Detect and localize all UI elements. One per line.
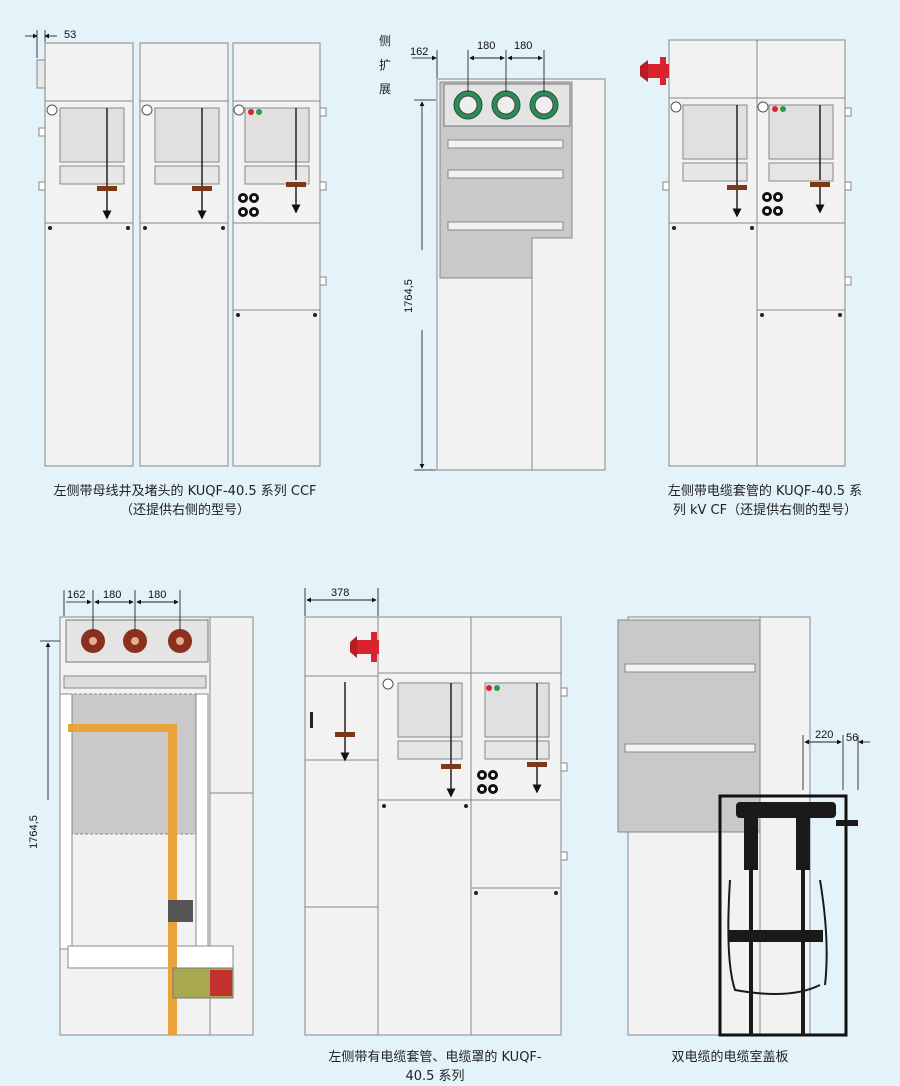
dim-162-top: 162	[410, 46, 429, 58]
dim-180-top-b: 180	[514, 40, 533, 52]
caption-fig3-line1: 左侧带有电缆套管、电缆罩的 KUQF-	[328, 1050, 542, 1065]
dim-56: 56	[846, 732, 859, 744]
caption-fig1: 左侧带母线井及堵头的 KUQF-40.5 系列 CCF （还提供右侧的型号）	[20, 482, 350, 520]
caption-fig1-line2: （还提供右侧的型号）	[119, 503, 250, 518]
dim-220: 220	[815, 729, 834, 741]
figure-2-side-extension	[412, 50, 606, 471]
figure-4-busbar-compartment	[40, 590, 254, 1036]
caption-fig2-line2: 列 kV CF（还提供右侧的型号）	[672, 503, 858, 518]
dim-180-top-a: 180	[477, 40, 496, 52]
caption-fig2-line1: 左侧带电缆套管的 KUQF-40.5 系	[667, 484, 863, 499]
figure-5-switchgear-cable-cover	[304, 588, 568, 1036]
figure-6-double-cable-cover	[617, 616, 870, 1037]
side-ext-char-1: 侧	[378, 34, 391, 48]
dim-378: 378	[331, 587, 350, 599]
side-ext-char-2: 扩	[378, 58, 391, 72]
caption-fig3: 左侧带有电缆套管、电缆罩的 KUQF- 40.5 系列	[300, 1048, 570, 1086]
cable-plugs	[727, 802, 858, 1035]
dim-1764-bottom: 1764,5	[28, 815, 40, 849]
dim-180-bottom-a: 180	[103, 589, 122, 601]
side-ext-char-3: 展	[378, 82, 391, 96]
dim-162-bottom: 162	[67, 589, 86, 601]
figure-1-switchgear-busbar-duct	[25, 30, 327, 467]
dim-1764-top: 1764,5	[403, 279, 415, 313]
caption-fig1-line1: 左侧带母线井及堵头的 KUQF-40.5 系列 CCF	[53, 484, 317, 499]
figure-3-switchgear-cable-bushing	[640, 39, 852, 467]
caption-fig4: 双电缆的电缆室盖板	[671, 1050, 789, 1065]
caption-fig2: 左侧带电缆套管的 KUQF-40.5 系 列 kV CF（还提供右侧的型号）	[640, 482, 890, 520]
dim-180-bottom-b: 180	[148, 589, 167, 601]
dim-53: 53	[64, 29, 77, 41]
caption-fig3-line2: 40.5 系列	[405, 1069, 465, 1084]
